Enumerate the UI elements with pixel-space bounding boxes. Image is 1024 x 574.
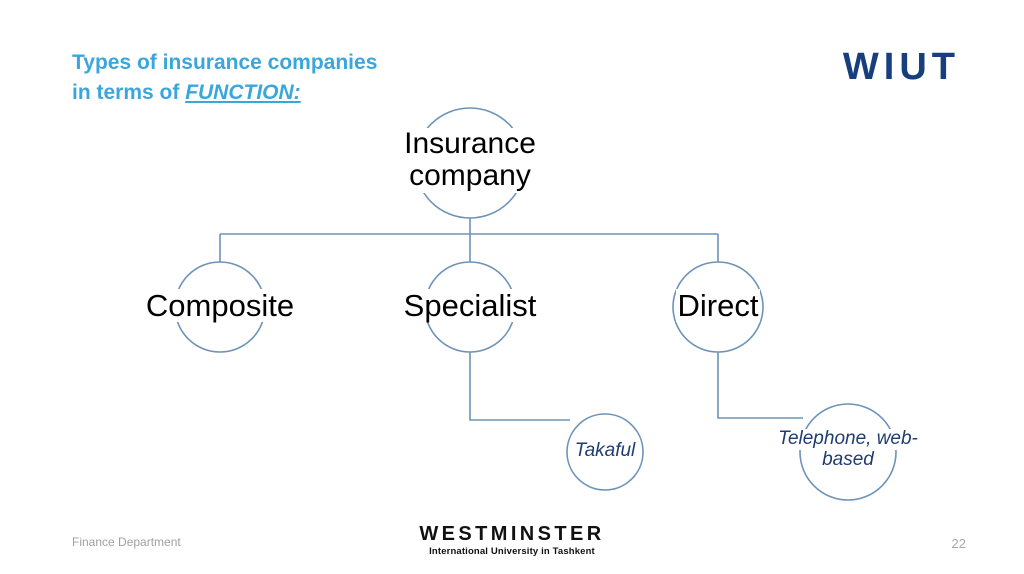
footer-department-label: Finance Department <box>72 535 181 549</box>
node-circle-composite <box>174 261 266 353</box>
page-number: 22 <box>951 536 966 551</box>
title-line-1: Types of insurance companies <box>72 51 378 74</box>
edge-specialist-takaful <box>469 352 570 421</box>
westminster-logo: WESTMINSTER International University in … <box>0 523 1024 558</box>
title-emphasis-function: FUNCTION: <box>185 81 301 104</box>
westminster-logo-name: WESTMINSTER <box>419 523 605 545</box>
title-line-2-prefix: in terms of <box>72 81 186 104</box>
title-line-2: in terms of FUNCTION: <box>72 78 552 108</box>
node-circle-takaful <box>566 413 644 491</box>
node-circle-telephone-web-based <box>799 403 897 501</box>
connector-group <box>219 218 803 421</box>
westminster-logo-tagline: International University in Tashkent <box>429 546 595 557</box>
edge-direct-telephone <box>717 352 803 419</box>
node-circle-direct <box>672 261 764 353</box>
wiut-logo: WIUT <box>842 46 960 88</box>
page-title: Types of insurance companies in terms of… <box>72 48 552 108</box>
node-circle-group <box>174 107 897 501</box>
node-circle-specialist <box>424 261 516 353</box>
node-circle-insurance-company <box>414 107 526 219</box>
